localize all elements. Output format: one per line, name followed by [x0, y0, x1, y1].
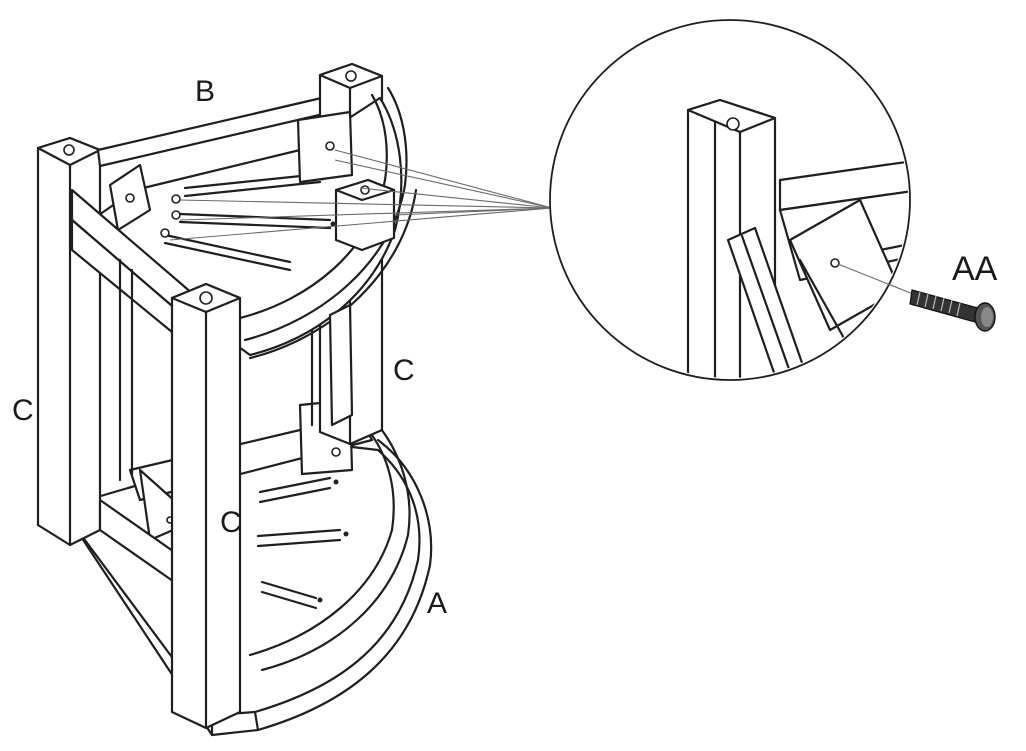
label-a: A [427, 587, 447, 620]
label-c-left: C [12, 394, 34, 427]
part-labels: B C C C A AA [12, 75, 998, 620]
label-c-right: C [393, 354, 415, 387]
left-side-rail [70, 188, 202, 602]
front-post-c [170, 282, 242, 730]
callout-lines [169, 149, 553, 241]
upper-shelf [68, 86, 418, 360]
detail-view [549, 19, 919, 381]
corner-shelf-frame [36, 62, 433, 737]
bottom-shelf-a [68, 398, 433, 737]
label-c-front: C [220, 506, 242, 539]
label-b: B [195, 75, 215, 108]
left-rear-post-c [36, 136, 102, 547]
middle-post-c [310, 303, 354, 427]
screw-aa-icon [909, 289, 996, 332]
label-aa: AA [952, 250, 998, 288]
